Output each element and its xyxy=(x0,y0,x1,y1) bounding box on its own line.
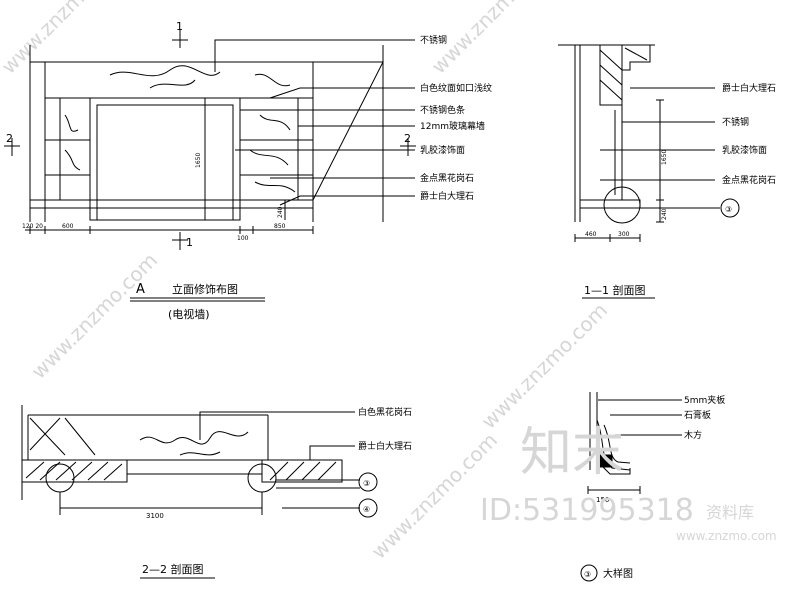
watermark-overlay: 知末 ID:531995318 资料库 www.znzmo.com xyxy=(480,423,777,543)
dim-600: 600 xyxy=(62,223,74,230)
callout-d-1: 5mm夹板 xyxy=(684,394,725,406)
callout-s1-4: 金点黑花岗石 xyxy=(722,174,776,186)
callout-a-6: 金点黑花岗石 xyxy=(420,172,474,184)
title-a-letter: A xyxy=(136,282,145,297)
dim-s1-240: 240 xyxy=(661,208,668,220)
title-s2: 2—2 剖面图 xyxy=(142,562,204,576)
dim-s1-460: 460 xyxy=(585,231,597,238)
callout-d-2: 石膏板 xyxy=(684,409,711,421)
section-1 xyxy=(558,44,740,299)
section-2 xyxy=(21,405,378,579)
callout-a-5: 乳胶漆饰面 xyxy=(420,144,465,156)
callout-a-2: 白色纹面如口浅纹 xyxy=(420,82,492,94)
callout-s1-3: 乳胶漆饰面 xyxy=(722,144,767,156)
callout-s1-2: 不锈钢 xyxy=(722,116,749,128)
dim-1650: 1650 xyxy=(195,153,202,168)
title-a: 立面修饰布图 xyxy=(172,282,238,296)
callout-s1-1: 爵士白大理石 xyxy=(722,82,776,94)
dim-s2-3100: 3100 xyxy=(146,512,164,520)
callout-d-3: 木方 xyxy=(684,429,702,441)
callout-s2-1: 白色黑花岗石 xyxy=(358,406,412,418)
detail-number: ③ xyxy=(584,570,591,579)
mark-2-right: 2 xyxy=(404,132,411,145)
dim-s1-300: 300 xyxy=(618,231,630,238)
wm-url: www.znzmo.com xyxy=(676,529,777,543)
mark-1-top: 1 xyxy=(176,20,183,33)
mark-1-bottom: 1 xyxy=(186,236,193,249)
title-detail: 大样图 xyxy=(603,567,633,580)
wm-id: ID:531995318 xyxy=(480,493,694,528)
mark-2-left: 2 xyxy=(6,132,13,145)
ref-s2-1: ③ xyxy=(363,479,370,488)
dim-s1-1650: 1650 xyxy=(661,150,668,165)
detail-ref-s1: ③ xyxy=(725,205,732,214)
dim-850: 850 xyxy=(274,223,286,230)
subtitle-a: (电视墙) xyxy=(168,307,210,321)
ref-s2-2: ④ xyxy=(363,505,370,514)
dim-240: 240 xyxy=(277,206,284,218)
callout-a-4: 12mm玻璃幕墙 xyxy=(420,120,485,132)
callout-a-7: 爵士白大理石 xyxy=(420,190,474,202)
dim-d-150: 150 xyxy=(596,496,609,504)
dim-120: 120 20 xyxy=(22,223,43,230)
detail-3 xyxy=(580,392,682,582)
dim-100: 100 xyxy=(237,235,249,242)
wm-brand: 知末 xyxy=(520,423,624,483)
wm-lib: 资料库 xyxy=(706,503,754,522)
wm-4: www.znzmo.com xyxy=(477,298,613,434)
wm-3: www.znzmo.com xyxy=(27,248,163,384)
title-s1: 1—1 剖面图 xyxy=(584,283,646,297)
elevation-a xyxy=(4,30,416,302)
callout-a-3: 不锈钢色条 xyxy=(420,104,465,116)
wm-1: www.znzmo.com xyxy=(0,0,132,79)
callout-a-1: 不锈钢 xyxy=(420,34,447,46)
callout-s2-2: 爵士白大理石 xyxy=(358,440,412,452)
